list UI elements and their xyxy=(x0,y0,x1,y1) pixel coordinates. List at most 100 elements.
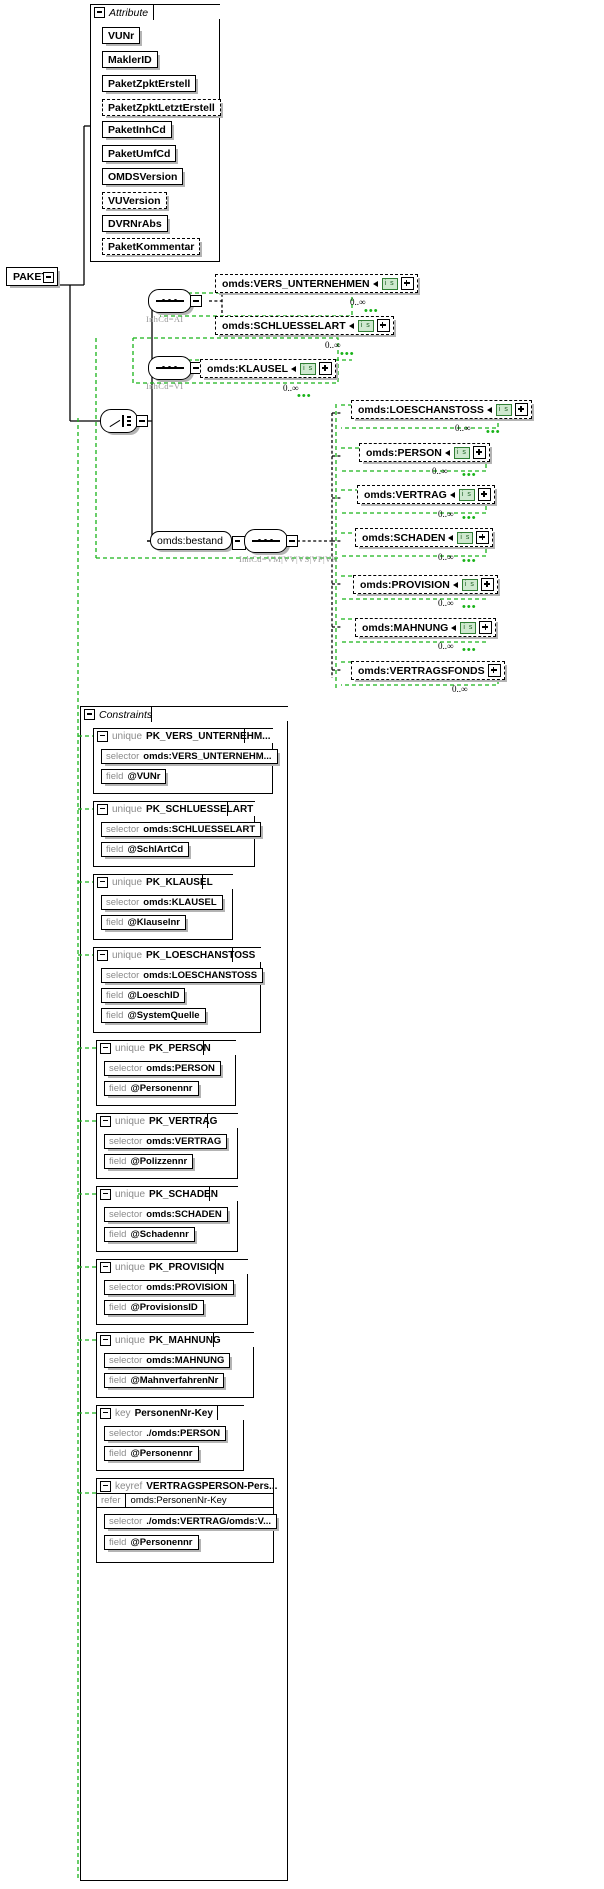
row-key: selector xyxy=(106,970,140,981)
constraint-header[interactable]: key PersonenNr-Key xyxy=(96,1405,218,1420)
collapse-icon[interactable] xyxy=(97,876,108,888)
attribute-group-title: Attribute xyxy=(109,6,149,19)
constraint-header[interactable]: unique PK_KLAUSEL xyxy=(93,874,213,889)
constraint-header[interactable]: unique PK_VERTRAG xyxy=(96,1113,217,1128)
constraint-header[interactable]: keyref VERTRAGSPERSON-Pers... xyxy=(96,1478,277,1493)
row-value: omds:PersonenNr-Key xyxy=(130,1495,227,1506)
attribute-item[interactable]: PaketUmfCd xyxy=(102,145,177,162)
element-schaden[interactable]: omds:SCHADEN i s xyxy=(355,528,494,547)
collapse-icon[interactable] xyxy=(286,535,298,547)
expand-icon[interactable] xyxy=(319,362,333,375)
collapse-icon[interactable] xyxy=(43,272,54,283)
constraint-row-selector[interactable]: selector omds:VERTRAG xyxy=(104,1134,228,1149)
element-provision[interactable]: omds:PROVISION i s xyxy=(353,575,498,594)
constraint-row-selector[interactable]: selector omds:MAHNUNG xyxy=(104,1353,231,1368)
constraint-row-selector[interactable]: selector omds:SCHADEN xyxy=(104,1207,228,1222)
element-mahnung[interactable]: omds:MAHNUNG i s xyxy=(355,618,497,637)
reference-dots: ••• xyxy=(462,601,477,613)
element-person[interactable]: omds:PERSON i s xyxy=(359,443,490,462)
element-label: omds:SCHADEN xyxy=(362,531,446,544)
element-vers-unternehmen[interactable]: omds:VERS_UNTERNEHMEN i s xyxy=(215,274,418,293)
attribute-item[interactable]: PaketInhCd xyxy=(102,121,172,138)
constraint-row-selector[interactable]: selector ./omds:VERTRAG/omds:V... xyxy=(104,1514,278,1529)
attribute-item[interactable]: PaketZpktErstell xyxy=(102,75,197,92)
element-loeschanstoss[interactable]: omds:LOESCHANSTOSS i s xyxy=(351,400,532,419)
row-value: @Personennr xyxy=(130,1083,193,1094)
expand-icon[interactable] xyxy=(477,488,491,501)
collapse-icon[interactable] xyxy=(100,1480,111,1492)
collapse-icon[interactable] xyxy=(97,949,108,961)
constraint-row-field[interactable]: field @Personennr xyxy=(104,1535,199,1550)
element-klausel[interactable]: omds:KLAUSEL i s xyxy=(200,359,337,378)
constraint-header[interactable]: unique PK_SCHADEN xyxy=(96,1186,218,1201)
attribute-item[interactable]: VUNr xyxy=(102,27,141,44)
expand-icon[interactable] xyxy=(487,664,501,677)
element-vertrag[interactable]: omds:VERTRAG i s xyxy=(357,485,495,504)
constraint-row-field[interactable]: field @Schadennr xyxy=(104,1227,195,1242)
collapse-icon[interactable] xyxy=(94,7,105,18)
constraint-row-selector[interactable]: selector omds:KLAUSEL xyxy=(101,895,223,910)
expand-icon[interactable] xyxy=(514,403,528,416)
expand-icon[interactable] xyxy=(400,277,414,290)
constraint-header[interactable]: unique PK_PROVISION xyxy=(96,1259,224,1274)
constraint-row-selector[interactable]: selector omds:PERSON xyxy=(104,1061,221,1076)
collapse-icon[interactable] xyxy=(100,1115,111,1127)
attribute-label: PaketKommentar xyxy=(108,240,195,253)
element-vertragsfonds[interactable]: omds:VERTRAGSFONDS xyxy=(351,661,505,680)
constraint-row-selector[interactable]: selector omds:VERS_UNTERNEHM... xyxy=(101,749,278,764)
constraint-header[interactable]: unique PK_PERSON xyxy=(96,1040,211,1055)
collapse-icon[interactable] xyxy=(100,1188,111,1200)
collapse-icon[interactable] xyxy=(100,1261,111,1273)
constraint-row-field[interactable]: field @Personennr xyxy=(104,1081,199,1096)
attribute-item-optional[interactable]: PaketZpktLetztErstell xyxy=(102,99,221,116)
constraint-row-field[interactable]: field @Klauselnr xyxy=(101,915,186,930)
element-omds-bestand[interactable]: omds:bestand xyxy=(150,531,232,550)
collapse-icon[interactable] xyxy=(97,803,108,815)
attribute-item-optional[interactable]: VUVersion xyxy=(102,192,167,209)
constraint-row-field[interactable]: field @ProvisionsID xyxy=(104,1300,204,1315)
expand-icon[interactable] xyxy=(479,621,493,634)
collapse-icon[interactable] xyxy=(100,1334,111,1346)
attribute-group-tab[interactable]: Attribute xyxy=(90,4,154,20)
constraint-row-selector[interactable]: selector omds:PROVISION xyxy=(104,1280,234,1295)
constraints-group-tab[interactable]: Constraints xyxy=(80,706,152,722)
collapse-icon[interactable] xyxy=(100,1042,111,1054)
collapse-icon[interactable] xyxy=(84,709,95,720)
constraint-row-field[interactable]: field @VUNr xyxy=(101,769,167,784)
element-schluesselart[interactable]: omds:SCHLUESSELART i s xyxy=(215,316,394,335)
row-value: @Polizzennr xyxy=(130,1156,188,1167)
constraint-row-field[interactable]: field @SchlArtCd xyxy=(101,842,190,857)
occurrence-label: 0..∞ xyxy=(438,509,454,519)
constraint-row-field[interactable]: field @SystemQuelle xyxy=(101,1008,206,1023)
expand-icon[interactable] xyxy=(472,446,486,459)
attribute-item[interactable]: MaklerID xyxy=(102,51,158,68)
sequence-compositor-ai[interactable]: InhCd=AI xyxy=(146,289,204,324)
expand-icon[interactable] xyxy=(476,531,490,544)
constraint-row-field[interactable]: field @Polizzennr xyxy=(104,1154,194,1169)
attribute-item[interactable]: DVRNrAbs xyxy=(102,215,168,232)
collapse-icon[interactable] xyxy=(136,415,148,427)
attribute-item[interactable]: OMDSVersion xyxy=(102,168,184,185)
constraint-header[interactable]: unique PK_VERS_UNTERNEHM... xyxy=(93,728,271,743)
constraint-row-selector[interactable]: selector ./omds:PERSON xyxy=(104,1426,227,1441)
collapse-icon[interactable] xyxy=(190,295,202,307)
constraint-row-refer[interactable]: refer omds:PersonenNr-Key xyxy=(96,1493,274,1508)
constraint-row-selector[interactable]: selector omds:SCHLUESSELART xyxy=(101,822,262,837)
attribute-item-optional[interactable]: PaketKommentar xyxy=(102,238,201,255)
collapse-icon[interactable] xyxy=(100,1407,111,1419)
constraint-row-field[interactable]: field @Personennr xyxy=(104,1446,199,1461)
root-element-paket[interactable]: PAKET xyxy=(6,267,58,286)
constraint-header[interactable]: unique PK_MAHNUNG xyxy=(96,1332,221,1347)
constraint-row-selector[interactable]: selector omds:LOESCHANSTOSS xyxy=(101,968,264,983)
constraint-row-field[interactable]: field @LoeschID xyxy=(101,988,186,1003)
collapse-icon[interactable] xyxy=(97,730,108,742)
expand-icon[interactable] xyxy=(376,319,390,332)
constraint-header[interactable]: unique PK_SCHLUESSELART xyxy=(93,801,253,816)
sequence-compositor-vi[interactable]: InhCd=VI xyxy=(146,356,204,391)
constraint-header[interactable]: unique PK_LOESCHANSTOSS xyxy=(93,947,255,962)
expand-icon[interactable] xyxy=(480,578,494,591)
sequence-compositor-bestand[interactable]: InhCd=VM|VV|VS|VP|VK xyxy=(239,529,338,564)
choice-compositor[interactable] xyxy=(100,409,148,433)
row-value: ./omds:PERSON xyxy=(146,1428,221,1439)
constraint-row-field[interactable]: field @MahnverfahrenNr xyxy=(104,1373,225,1388)
